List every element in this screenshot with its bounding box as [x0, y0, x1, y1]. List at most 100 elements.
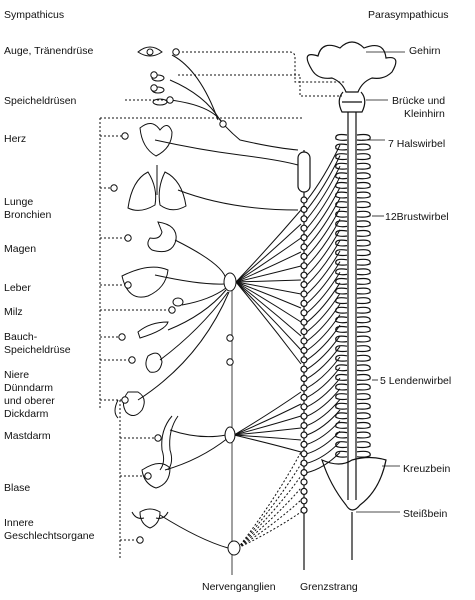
nerve-root	[356, 249, 371, 257]
organ-nerve	[154, 274, 225, 285]
small-ganglion-node	[168, 306, 176, 314]
genital-icon	[131, 511, 169, 519]
nerve-root	[335, 373, 348, 381]
organ-label-mastdarm: Mastdarm	[4, 430, 51, 442]
chain-spine-connector	[306, 144, 341, 201]
nerve-root	[356, 297, 371, 305]
chain-ganglion	[300, 412, 308, 420]
small-ganglion-node	[226, 334, 234, 342]
organ-label-innere: Innere	[4, 517, 34, 529]
chain-spine-connector	[306, 218, 341, 267]
organ-label-dickdarm: Dickdarm	[4, 408, 49, 420]
sympathicus-title: Sympathicus	[4, 9, 65, 21]
nerve-root	[356, 383, 371, 391]
nerve-root	[335, 306, 348, 314]
ganglion-chain-connector	[235, 281, 302, 309]
nerve-root	[335, 335, 348, 343]
genital-icon	[139, 508, 161, 529]
organ-label-blase: Blase	[4, 482, 31, 494]
ganglion-chain-connector	[233, 391, 302, 436]
ganglion-chain-connector	[233, 434, 302, 441]
nerve-root	[356, 143, 371, 151]
chain-ganglion	[300, 487, 308, 495]
chain-spine-connector	[306, 388, 341, 417]
organ-label-speicheldruese: Speicheldrüse	[4, 344, 71, 356]
lung-right-icon	[158, 171, 187, 211]
small-ganglion-node	[150, 84, 158, 92]
nerve-root	[335, 191, 348, 199]
chain-spine-connector	[306, 208, 341, 257]
organ-label-magen: Magen	[4, 243, 37, 255]
ganglion	[227, 540, 241, 556]
nerve-root	[356, 335, 371, 343]
small-ganglion-node	[172, 48, 180, 56]
chain-ganglion	[300, 205, 308, 213]
nerve-root	[335, 383, 348, 391]
chain-spine-connector	[306, 261, 341, 304]
nerve-root	[335, 249, 348, 257]
nerve-root	[335, 393, 348, 401]
small-ganglion-node	[144, 472, 152, 480]
small-ganglion-node	[136, 536, 144, 544]
chain-ganglion	[300, 450, 308, 458]
spine-label-steissbein: Steißbein	[403, 508, 448, 520]
nerve-root	[356, 431, 371, 439]
chain-ganglion	[300, 384, 308, 392]
small-ganglion-node	[121, 396, 129, 404]
rectum-icon	[167, 415, 179, 471]
small-ganglion-node	[154, 434, 162, 442]
nerve-root	[356, 402, 371, 410]
ganglion	[223, 272, 237, 292]
nerve-root	[335, 181, 348, 189]
chain-spine-connector	[306, 377, 341, 408]
nerve-root	[335, 441, 348, 449]
organ-label-geschlechtsorgane: Geschlechtsorgane	[4, 530, 95, 542]
chain-spine-connector	[306, 282, 341, 323]
chain-spine-connector	[306, 271, 341, 314]
small-ganglion-node	[128, 356, 136, 364]
ganglion-chain-connector	[235, 251, 302, 283]
brainstem	[338, 91, 366, 113]
nerve-root	[356, 258, 371, 266]
nerve-root	[335, 143, 348, 151]
nerve-root	[335, 402, 348, 410]
nerve-root	[356, 373, 371, 381]
nerve-root	[356, 268, 371, 276]
organ-label-duenndarm: Dünndarm	[4, 382, 54, 394]
eye-pupil	[146, 48, 154, 56]
small-ganglion-node	[118, 333, 126, 341]
eye-icon	[137, 46, 163, 57]
nerve-root	[335, 172, 348, 180]
chain-ganglion	[300, 215, 308, 223]
small-ganglion-node	[124, 281, 132, 289]
heart-icon	[139, 123, 173, 157]
spine-label-brustwirbel: 12Brustwirbel	[385, 211, 449, 223]
chain-ganglion	[300, 422, 308, 430]
cervical-ganglion	[297, 151, 311, 193]
bladder-icon	[141, 463, 171, 489]
small-ganglion-node	[150, 71, 158, 79]
nerve-root	[356, 210, 371, 218]
organ-label-leber: Leber	[4, 282, 31, 294]
nerve-root	[356, 239, 371, 247]
ganglion-chain-connector	[235, 223, 302, 283]
chain-ganglion	[300, 365, 308, 373]
eye-dotted-link	[178, 51, 345, 83]
chain-spine-connector	[306, 399, 341, 427]
organ-label-niere: Niere	[4, 369, 30, 381]
organ-nerve	[169, 99, 223, 123]
ganglion-chain-connector	[235, 265, 302, 283]
organ-label-lunge: Lunge	[4, 196, 34, 208]
organ-nerve	[219, 119, 299, 151]
brain-outline	[306, 41, 397, 93]
chain-spine-connector	[306, 176, 341, 229]
nerve-root	[335, 345, 348, 353]
nerve-root	[335, 354, 348, 362]
kidney-icon	[145, 352, 163, 373]
nerve-root	[335, 258, 348, 266]
organ-nerve	[171, 54, 219, 121]
nerve-root	[335, 153, 348, 161]
chain-ganglion	[300, 262, 308, 270]
nerve-root	[356, 201, 371, 209]
